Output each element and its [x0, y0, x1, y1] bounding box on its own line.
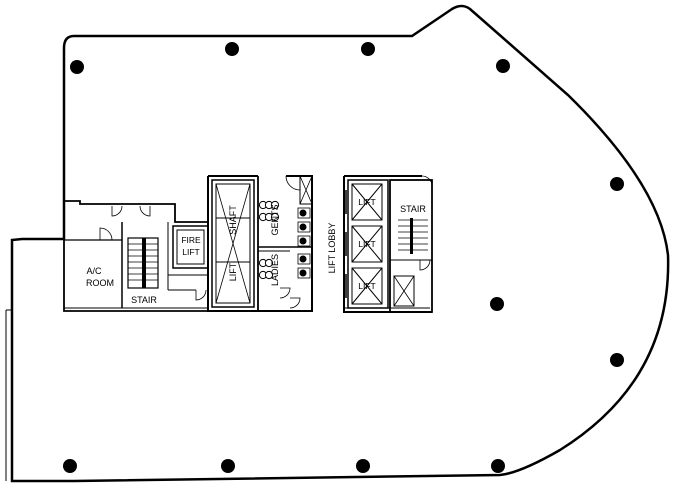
column — [496, 59, 510, 73]
stair-label-left: STAIR — [131, 295, 157, 305]
column — [491, 459, 505, 473]
central-core — [207, 175, 313, 312]
left-core — [63, 200, 209, 312]
column — [221, 459, 235, 473]
column — [490, 297, 504, 311]
fire-lift-label-2: LIFT — [182, 247, 199, 257]
structural-columns — [63, 42, 624, 473]
lift-label-2: LIFT — [358, 239, 375, 249]
building-outline — [10, 4, 670, 483]
lift-lobby-label: LIFT LOBBY — [327, 223, 337, 274]
lift-label-1: LIFT — [358, 197, 375, 207]
right-core — [343, 175, 433, 313]
column — [610, 353, 624, 367]
stair-label-right: STAIR — [400, 204, 426, 214]
lift-shaft-label: LIFT — [228, 262, 238, 281]
ac-room-label: A/C — [86, 266, 102, 276]
ac-room-label-2: ROOM — [86, 278, 114, 288]
gents-label: GENTS — [270, 204, 280, 235]
fire-lift-label: FIRE — [181, 235, 201, 245]
column — [361, 42, 375, 56]
column — [610, 177, 624, 191]
ladies-label: LADIES — [270, 254, 280, 286]
shaft-label: SHAFT — [228, 205, 238, 235]
column — [225, 42, 239, 56]
column — [63, 459, 77, 473]
lift-label-3: LIFT — [358, 281, 375, 291]
column — [70, 60, 84, 74]
column — [356, 459, 370, 473]
